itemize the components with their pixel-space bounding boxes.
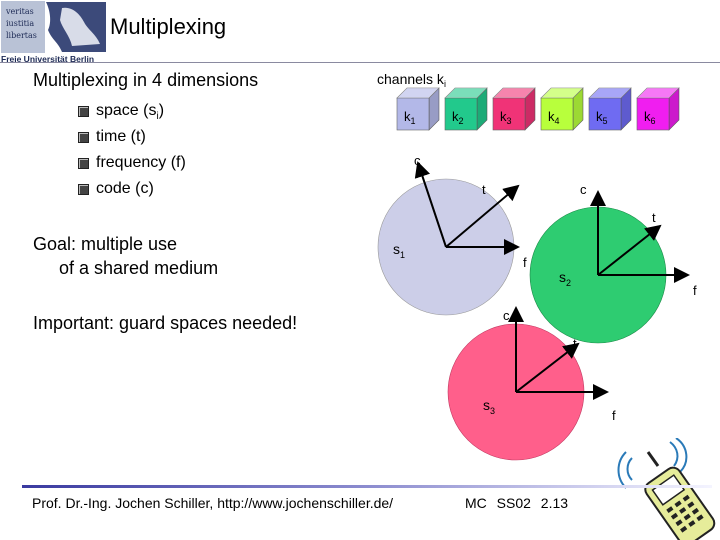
- footer-divider: [22, 485, 712, 488]
- bullet-text: time (t): [96, 128, 146, 145]
- goal-line-1: Goal: multiple use: [33, 234, 178, 254]
- channels-label: channels ki: [377, 71, 446, 89]
- channel-k1: k1: [396, 87, 440, 131]
- axis-label-c: c: [580, 182, 587, 197]
- axis-label-t: t: [482, 182, 486, 197]
- channel-label: k1: [404, 109, 416, 126]
- channel-k6: k6: [636, 87, 680, 131]
- list-item: frequency (f): [78, 150, 186, 176]
- bullet-close-paren: ): [158, 102, 165, 119]
- logo-line-2: iustitia: [6, 19, 34, 28]
- channel-k4: k4: [540, 87, 584, 131]
- goal-text: Goal: multiple use of a shared medium: [33, 232, 218, 280]
- channel-k2: k2: [444, 87, 488, 131]
- list-item: code (c): [78, 176, 186, 202]
- list-item: space (si): [78, 98, 186, 124]
- channel-label: k5: [596, 109, 608, 126]
- channel-label: k6: [644, 109, 656, 126]
- logo-line-3: libertas: [6, 31, 37, 40]
- mobile-phone-icon: [617, 438, 716, 540]
- axis-label-c: c: [503, 308, 510, 323]
- important-note: Important: guard spaces needed!: [33, 313, 298, 333]
- axis-label-f: f: [693, 283, 697, 298]
- axis-label-c: c: [414, 153, 421, 168]
- section-heading: Multiplexing in 4 dimensions: [33, 70, 259, 90]
- logo-line-1: veritas: [5, 7, 34, 16]
- university-logo: veritas iustitia libertas Freie Universi…: [1, 1, 107, 64]
- list-item: time (t): [78, 124, 186, 150]
- cell-s1: c t f s1: [377, 153, 527, 316]
- channel-label: k4: [548, 109, 560, 126]
- bullet-subscript: i: [156, 111, 159, 123]
- cell-label: s1: [393, 241, 405, 260]
- axis-label-f: f: [612, 408, 616, 423]
- page-title: Multiplexing: [110, 14, 227, 39]
- bullet-square-icon: [78, 184, 89, 195]
- bullet-text: frequency (f): [96, 154, 186, 171]
- bullet-square-icon: [78, 132, 89, 143]
- footer-slide-number: MC SS02 2.13: [465, 495, 569, 511]
- cell-label: s2: [559, 269, 571, 288]
- footer-author: Prof. Dr.-Ing. Jochen Schiller, http://w…: [32, 495, 394, 511]
- channel-label: k3: [500, 109, 512, 126]
- bullet-text: space (s: [96, 102, 157, 119]
- bullet-text: code (c): [96, 180, 154, 197]
- goal-line-2: of a shared medium: [59, 258, 219, 278]
- cell-s2: c t f s2: [529, 182, 697, 344]
- logo-caption: Freie Universität Berlin: [1, 54, 94, 64]
- cell-s3: c t f s3: [447, 306, 616, 461]
- title-divider: [0, 62, 720, 63]
- channel-k3: k3: [492, 87, 536, 131]
- axis-label-t: t: [573, 336, 577, 351]
- axis-label-t: t: [652, 210, 656, 225]
- dimension-list: space (si) time (t) frequency (f) code (…: [78, 98, 186, 202]
- bullet-square-icon: [78, 158, 89, 169]
- cell-label: s3: [483, 397, 495, 416]
- channel-k5: k5: [588, 87, 632, 131]
- bullet-square-icon: [78, 106, 89, 117]
- channel-label: k2: [452, 109, 464, 126]
- axis-label-f: f: [523, 255, 527, 270]
